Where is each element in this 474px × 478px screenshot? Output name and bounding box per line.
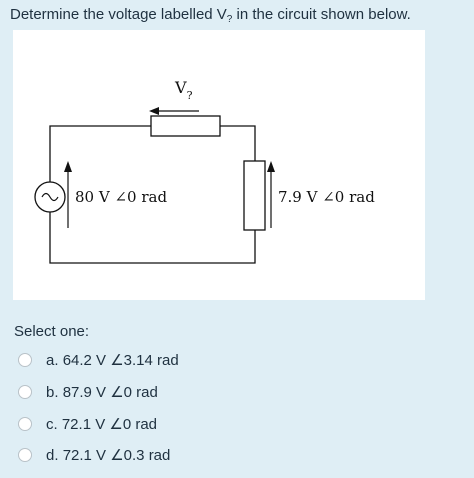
prompt-prefix: Determine the voltage labelled V (10, 6, 227, 23)
right-lower-wire (49, 212, 256, 264)
option-letter: b. (46, 383, 59, 401)
source-voltage-label: 80 V ∠0 rad (75, 188, 167, 206)
right-resistor (243, 160, 266, 231)
option-letter: d. (46, 446, 59, 464)
top-wire (49, 125, 151, 182)
top-right-wire (220, 125, 256, 161)
v-label: V? (174, 78, 193, 102)
option-text: 87.9 V ∠0 rad (62, 384, 158, 401)
radio-button[interactable] (18, 353, 32, 367)
ac-source-icon (41, 192, 59, 202)
prompt-suffix: in the circuit shown below. (232, 6, 411, 23)
circuit-svg: V? 80 V ∠0 rad 7.9 V ∠0 rad (34, 78, 375, 264)
radio-button[interactable] (18, 417, 32, 431)
question-prompt: Determine the voltage labelled V? in the… (10, 6, 411, 25)
option-d[interactable]: d. 72.1 V ∠0.3 rad (18, 443, 170, 467)
circuit-diagram: V? 80 V ∠0 rad 7.9 V ∠0 rad (13, 30, 425, 300)
right-arrow-head (267, 161, 275, 172)
option-text: 72.1 V ∠0.3 rad (62, 447, 171, 464)
source-arrow-head (64, 161, 72, 172)
option-c[interactable]: c. 72.1 V ∠0 rad (18, 412, 157, 436)
option-text: 64.2 V ∠3.14 rad (62, 352, 179, 369)
select-one-label: Select one: (14, 323, 90, 340)
right-voltage-label: 7.9 V ∠0 rad (278, 188, 375, 206)
prompt-subscript: ? (226, 14, 233, 25)
option-text: 72.1 V ∠0 rad (61, 416, 158, 433)
top-resistor (150, 115, 221, 137)
option-letter: c. (46, 415, 58, 433)
option-a[interactable]: a. 64.2 V ∠3.14 rad (18, 348, 179, 372)
radio-button[interactable] (18, 385, 32, 399)
radio-button[interactable] (18, 448, 32, 462)
option-b[interactable]: b. 87.9 V ∠0 rad (18, 380, 158, 404)
v-arrow-head (149, 107, 159, 115)
option-letter: a. (46, 351, 59, 369)
